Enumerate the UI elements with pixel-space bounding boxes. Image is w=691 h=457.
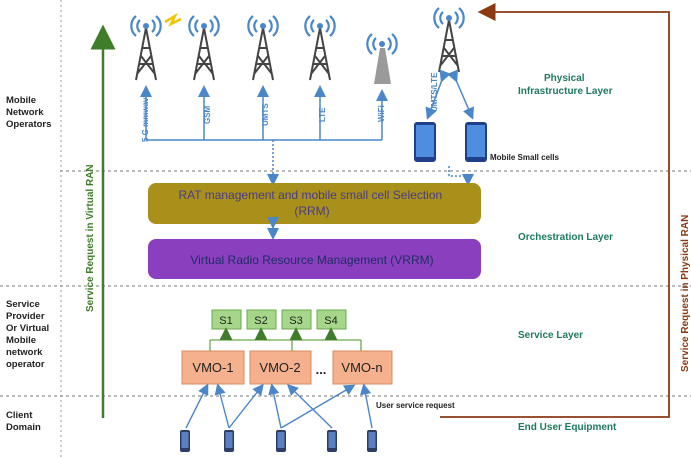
service-label-s2: S2 [254,315,267,327]
smallcell-link-2 [446,69,474,120]
user-phone-1 [180,430,190,452]
smallcell-link-1 [425,69,451,120]
vmo-box-1 [181,350,245,385]
vmo-box-n [332,350,393,385]
antenna-umts-lte [433,6,465,74]
label-physical-layer: Physical Infrastructure Layer [518,73,613,97]
user-phone-3 [276,430,286,452]
service-boxes: S1 S2 S3 S4 [211,309,347,330]
user-request-arrows [185,383,373,429]
service-label-s1: S1 [219,315,232,327]
vrrm-box [148,239,481,279]
label-service-provider: Service Provider Or Virtual Mobile netwo… [6,299,52,370]
label-mobile-small-cells: Mobile Small cells [490,153,559,162]
vmo-service-links [209,327,362,352]
label-gsm: GSM [203,105,212,124]
vrrm-box-label: Virtual Radio Resource Management (VRRM) [190,253,433,267]
rrm-box-label: RAT management and mobile small cell Sel… [178,188,445,218]
user-phone-2 [224,430,234,452]
antenna-5g [130,12,182,82]
rrm-box [148,183,481,224]
smallcell-to-rrm-link [448,166,474,186]
mobile-small-cell-1 [414,122,436,162]
user-phone-5 [367,430,377,452]
label-end-user-layer: End User Equipment [518,422,617,433]
label-orchestration-layer: Orchestration Layer [518,232,613,243]
vmo-boxes: VMO-1 VMO-2 ... VMO-n [181,350,393,385]
lightning-icon [164,12,182,27]
label-lte: LTE [318,107,327,122]
label-virtual-ran: Service Request in Virtual RAN [85,164,96,312]
antenna-umts [247,14,279,82]
vmo-label-1: VMO-1 [192,360,233,375]
service-label-s4: S4 [324,315,337,327]
user-devices [180,430,377,452]
vmo-ellipsis: ... [316,362,327,377]
antenna-lte [304,14,336,82]
label-mobile-network-operators: Mobile Network Operators [6,95,51,130]
antenna-wifi [366,33,398,84]
label-service-layer: Service Layer [518,330,583,341]
vmo-label-n: VMO-n [341,360,382,375]
service-label-s3: S3 [289,315,302,327]
vmo-label-2: VMO-2 [259,360,300,375]
physical-ran-arrow [440,3,670,418]
mobile-small-cell-2 [465,122,487,162]
label-user-service-request: User service request [376,401,455,410]
label-client-domain: Client Domain [6,410,41,433]
vmo-box-2 [249,350,312,385]
user-phone-4 [327,430,337,452]
label-umts: UMTS [261,103,270,126]
antenna-arrows [140,85,388,140]
antenna-gsm [188,14,220,82]
label-physical-ran: Service Request in Physical RAN [680,215,691,372]
